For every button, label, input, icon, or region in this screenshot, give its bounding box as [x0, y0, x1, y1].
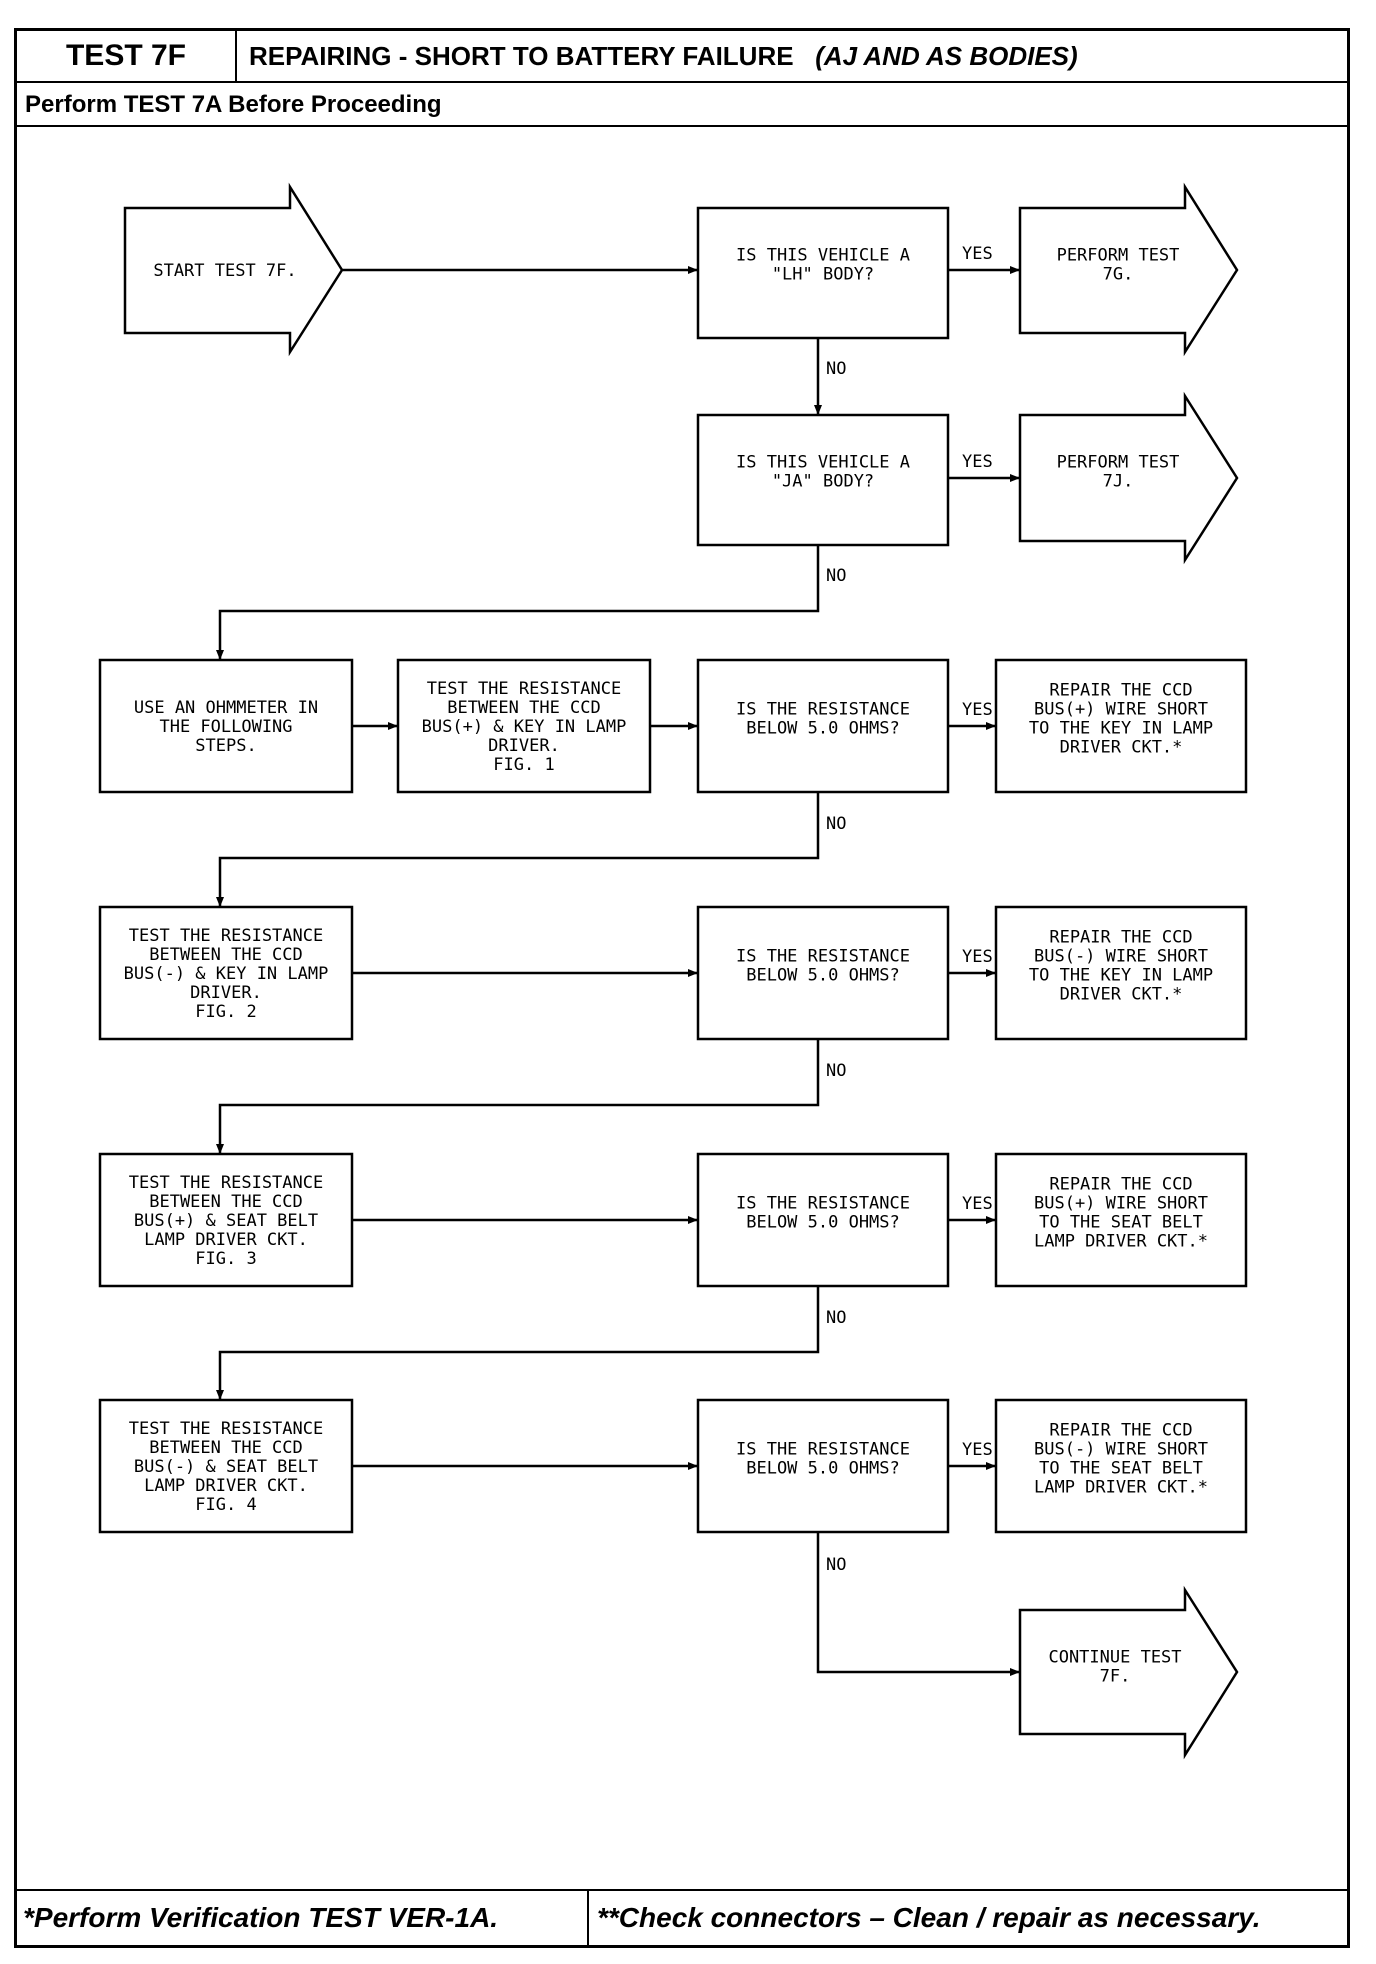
r1-box [994, 658, 1248, 794]
yes-label: YES [962, 1440, 993, 1460]
no-label: NO [826, 1308, 846, 1328]
prerequisite: Perform TEST 7A Before Proceeding [25, 91, 442, 118]
q-lh-box [696, 206, 950, 340]
q-ja-box [696, 413, 950, 547]
go-7j-arrow-shape [1018, 391, 1239, 565]
r3-box [994, 1152, 1248, 1288]
test-id: TEST 7F [17, 31, 237, 81]
go-7g-arrow-shape [1018, 182, 1239, 357]
yes-label: YES [962, 1194, 993, 1214]
header-row: TEST 7F REPAIRING - SHORT TO BATTERY FAI… [17, 31, 1347, 83]
footer-verification-note: *Perform Verification TEST VER-1A. [17, 1891, 589, 1945]
footer-connectors-note: **Check connectors – Clean / repair as n… [597, 1902, 1261, 1933]
no-label: NO [826, 1061, 846, 1081]
yes-label: YES [962, 947, 993, 967]
yes-label: YES [962, 452, 993, 472]
yes-label: YES [962, 244, 993, 264]
continue-arrow-shape [1018, 1585, 1239, 1760]
r2-box [994, 905, 1248, 1041]
prerequisite-row: Perform TEST 7A Before Proceeding [17, 83, 1347, 127]
title-text: REPAIRING - SHORT TO BATTERY FAILURE [249, 41, 794, 71]
footer: *Perform Verification TEST VER-1A. **Che… [17, 1889, 1347, 1945]
no-label: NO [826, 1555, 846, 1575]
no-label: NO [826, 359, 846, 379]
test-title: REPAIRING - SHORT TO BATTERY FAILURE (AJ… [249, 31, 1078, 81]
yes-label: YES [962, 700, 993, 720]
start-arrow-shape [123, 182, 344, 357]
r4-box [994, 1398, 1248, 1534]
no-label: NO [826, 814, 846, 834]
q-ja-label: IS THIS VEHICLE A"JA" BODY? [736, 453, 910, 492]
page-frame: TEST 7F REPAIRING - SHORT TO BATTERY FAI… [14, 28, 1350, 1948]
no-label: NO [826, 566, 846, 586]
start-label: START TEST 7F. [153, 261, 296, 281]
title-bodies: (AJ AND AS BODIES) [815, 41, 1078, 71]
q-lh-label: IS THIS VEHICLE A"LH" BODY? [736, 246, 910, 285]
